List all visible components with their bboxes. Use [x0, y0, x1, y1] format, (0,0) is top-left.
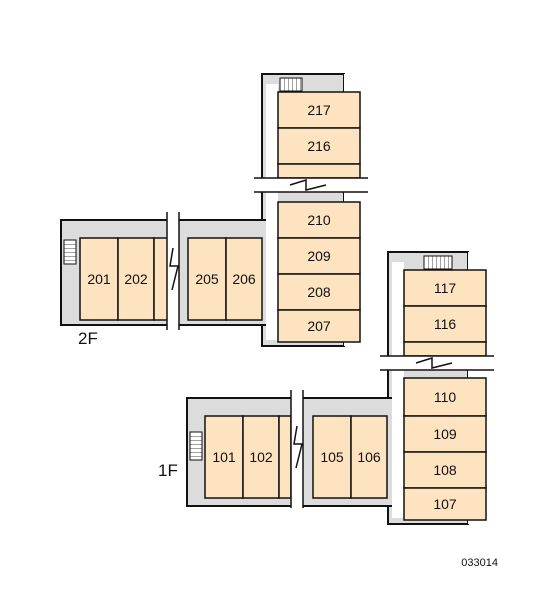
break-marker-1f-horizontal [290, 390, 304, 508]
room-label: 210 [307, 212, 331, 228]
room-209: 209 [277, 237, 361, 275]
room-partial-1f-vertical [403, 341, 487, 357]
room-102: 102 [242, 415, 280, 499]
room-label: 102 [249, 449, 273, 465]
room-label: 108 [433, 462, 457, 478]
room-label: 105 [320, 449, 344, 465]
floor-label-1f: 1F [158, 461, 178, 480]
room-label: 101 [212, 449, 236, 465]
room-108: 108 [403, 451, 487, 489]
room-116: 116 [403, 305, 487, 343]
room-label: 209 [307, 248, 331, 264]
room-label: 116 [434, 316, 457, 332]
stairs-2f-top [279, 77, 303, 92]
room-label: 208 [307, 284, 331, 300]
room-207: 207 [277, 309, 361, 343]
room-label: 206 [232, 271, 256, 287]
room-110: 110 [403, 377, 487, 417]
room-206: 206 [225, 237, 263, 321]
room-label: 106 [357, 449, 381, 465]
room-210: 210 [277, 201, 361, 239]
room-label: 217 [307, 102, 331, 118]
room-label: 207 [307, 318, 331, 334]
room-label: 202 [124, 271, 148, 287]
room-label: 205 [195, 271, 219, 287]
room-107: 107 [403, 487, 487, 521]
stairs-1f-left [189, 431, 203, 461]
room-label: 216 [307, 138, 331, 154]
room-106: 106 [350, 415, 388, 499]
stairs-2f-left [63, 239, 77, 265]
room-117: 117 [403, 269, 487, 307]
room-partial-2f-vertical [277, 163, 361, 179]
room-101: 101 [204, 415, 244, 499]
floor-label-2f: 2F [78, 329, 98, 348]
break-marker-2f-horizontal [166, 212, 180, 330]
room-216: 216 [277, 127, 361, 165]
room-205: 205 [187, 237, 227, 321]
break-marker-1f-vertical [380, 355, 494, 371]
plan-id: 033014 [461, 557, 498, 569]
room-label: 117 [434, 280, 457, 296]
room-105: 105 [312, 415, 352, 499]
room-label: 110 [434, 389, 457, 405]
room-202: 202 [117, 237, 155, 321]
stairs-1f-top [423, 255, 453, 270]
room-201: 201 [79, 237, 119, 321]
room-label: 107 [433, 496, 457, 512]
room-208: 208 [277, 273, 361, 311]
floor-2f: 201 202 205 206 217 [60, 73, 368, 348]
room-label: 201 [87, 271, 111, 287]
floor-1f: 101 102 105 106 117 116 [158, 251, 494, 525]
room-partial-1f [278, 415, 292, 499]
room-109: 109 [403, 415, 487, 453]
room-label: 109 [433, 426, 457, 442]
room-217: 217 [277, 91, 361, 129]
break-marker-2f-vertical [254, 177, 368, 193]
